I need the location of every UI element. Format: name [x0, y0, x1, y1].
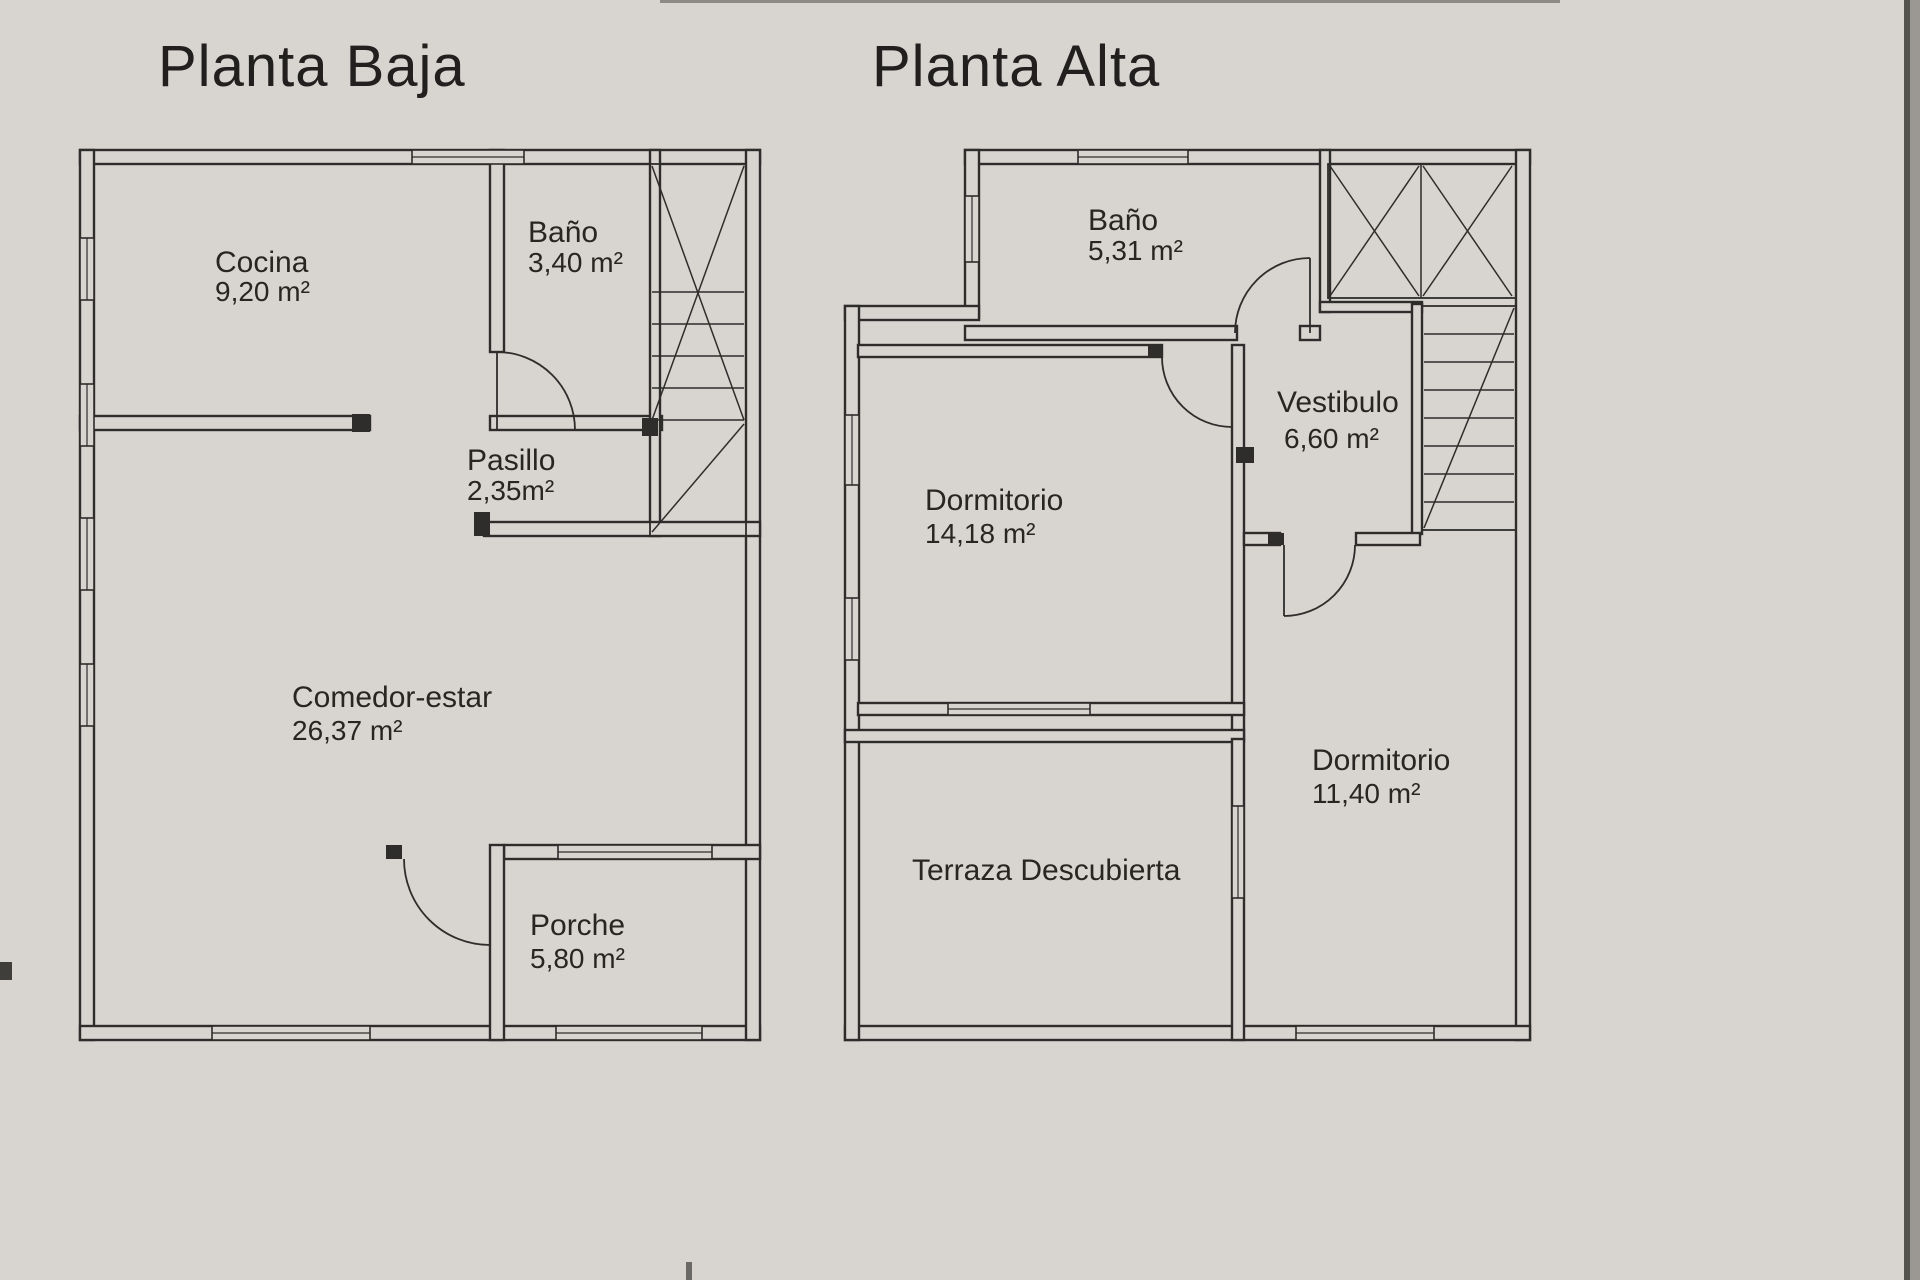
window-symbol — [79, 383, 95, 447]
door-porche — [403, 858, 491, 946]
room-name-bano-alta: Baño — [1088, 204, 1158, 237]
wall-stairs-left-lower — [1410, 302, 1424, 536]
room-area-bano: 3,40 m² — [528, 247, 623, 278]
door-jamb — [386, 845, 402, 859]
wall-top — [963, 148, 1532, 166]
wall-vestibulo-bottom-right — [1354, 531, 1422, 547]
room-name-porche: Porche — [530, 909, 625, 942]
window-symbol — [555, 1025, 703, 1041]
wall-left — [843, 304, 861, 1042]
planta-baja-jambs — [352, 414, 658, 859]
door-jamb — [474, 512, 490, 536]
planta-alta-labels: Baño 5,31 m² Vestibulo 6,60 m² Dormitori… — [912, 204, 1450, 887]
wall-dormitorio1-top — [856, 343, 1164, 359]
wall-bano-bottom — [963, 324, 1239, 342]
room-area-comedor: 26,37 m² — [292, 715, 403, 746]
planta-baja-walls — [78, 148, 762, 1042]
room-name-dormitorio-1: Dormitorio — [925, 484, 1063, 517]
wall-stairs-left — [648, 148, 662, 538]
wall-right — [1514, 148, 1532, 1042]
scan-top-line — [660, 0, 1560, 3]
door-jamb — [1148, 345, 1162, 357]
wall-right — [744, 148, 762, 1042]
room-name-vestibulo: Vestibulo — [1277, 386, 1399, 419]
planta-alta-walls — [843, 148, 1532, 1042]
room-name-cocina: Cocina — [215, 246, 309, 279]
planta-baja-windows — [79, 149, 713, 1041]
window-symbol — [844, 597, 860, 661]
planta-alta-windows — [844, 149, 1435, 1041]
window-symbol — [1295, 1025, 1435, 1041]
door-bano-alta — [1234, 257, 1311, 334]
wall-porche-left — [488, 843, 506, 1042]
window-symbol — [411, 149, 525, 165]
door-jamb — [1268, 533, 1284, 545]
room-area-dormitorio-1: 14,18 m² — [925, 518, 1036, 549]
planta-alta-jambs — [1148, 345, 1284, 545]
room-area-bano-alta: 5,31 m² — [1088, 235, 1183, 266]
wall-pasillo-bottom — [482, 520, 762, 538]
room-area-dormitorio-2: 11,40 m² — [1312, 778, 1420, 809]
plan-title-alta: Planta Alta — [872, 34, 1160, 99]
room-area-vestibulo: 6,60 m² — [1284, 423, 1379, 454]
door-dormitorio1 — [1161, 356, 1233, 428]
door-jamb — [642, 418, 658, 436]
wall-step — [843, 304, 981, 322]
plan-title-baja: Planta Baja — [158, 34, 466, 99]
room-name-terraza: Terraza Descubierta — [912, 854, 1181, 887]
scan-edge-line — [1904, 0, 1910, 1280]
planta-baja-labels: Cocina 9,20 m² Baño 3,40 m² Pasillo 2,35… — [215, 216, 625, 974]
door-bano — [496, 351, 576, 431]
window-symbol — [1077, 149, 1189, 165]
room-name-bano: Baño — [528, 216, 598, 249]
wall-dormitorio1-right — [1230, 343, 1246, 741]
window-symbol — [1231, 805, 1245, 899]
door-jamb — [352, 414, 370, 432]
wall-stairs-mid — [1318, 300, 1424, 314]
room-name-pasillo: Pasillo — [467, 444, 555, 477]
window-symbol — [211, 1025, 371, 1041]
window-symbol — [79, 517, 95, 591]
door-dormitorio2 — [1283, 544, 1356, 617]
wall-bano-left — [488, 148, 506, 354]
wall-bano-bottom — [488, 414, 664, 432]
door-jamb — [1236, 447, 1254, 463]
window-symbol — [844, 414, 860, 486]
scan-speck — [0, 962, 12, 980]
planta-alta-doors — [1161, 257, 1356, 617]
window-symbol — [79, 663, 95, 727]
scan-edge-shade — [1910, 0, 1920, 1280]
window-symbol — [557, 844, 713, 860]
room-area-porche: 5,80 m² — [530, 943, 625, 974]
room-area-cocina: 9,20 m² — [215, 276, 310, 307]
wall-terraza-top — [843, 728, 1246, 744]
wall-cocina-bottom — [78, 414, 372, 432]
room-name-dormitorio-2: Dormitorio — [1312, 744, 1450, 777]
planta-baja-doors — [403, 351, 576, 946]
window-symbol — [964, 195, 980, 263]
room-name-comedor: Comedor-estar — [292, 681, 492, 714]
scan-bottom-tick — [686, 1262, 692, 1280]
window-symbol — [947, 702, 1091, 716]
planta-alta-staircase — [1327, 163, 1517, 531]
planta-baja-staircase — [649, 163, 747, 537]
room-area-pasillo: 2,35m² — [467, 475, 554, 506]
window-symbol — [79, 237, 95, 301]
